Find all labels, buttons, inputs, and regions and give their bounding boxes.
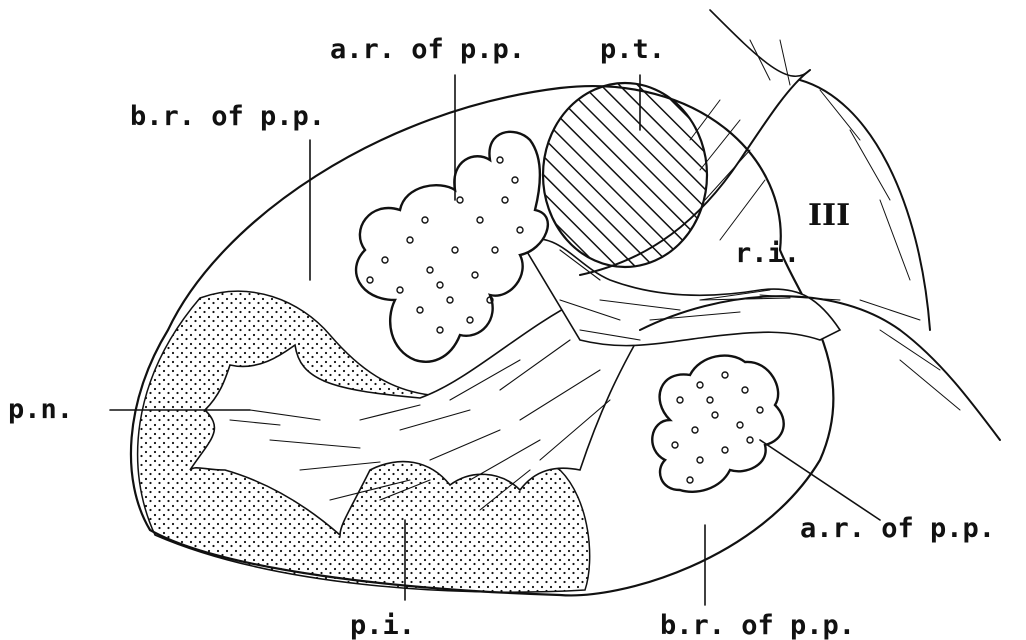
pars-tuberalis (543, 83, 707, 267)
label-pn: p.n. (8, 394, 73, 425)
ventricle-wall-far-right (710, 10, 810, 76)
label-br-pp-bottom: b.r. of p.p. (660, 610, 855, 640)
label-third-ventricle: III (808, 198, 850, 233)
label-ri: r.i. (735, 238, 800, 269)
leader-ar-pp-right (760, 440, 880, 520)
label-ar-pp-top: a.r. of p.p. (330, 34, 525, 65)
label-pt: p.t. (600, 34, 665, 65)
anterior-rest-cluster-top (356, 132, 548, 362)
label-pi: p.i. (350, 610, 415, 640)
label-br-pp-top: b.r. of p.p. (130, 101, 325, 132)
label-ar-pp-right: a.r. of p.p. (800, 513, 995, 544)
anterior-rest-cluster-right (652, 356, 783, 492)
